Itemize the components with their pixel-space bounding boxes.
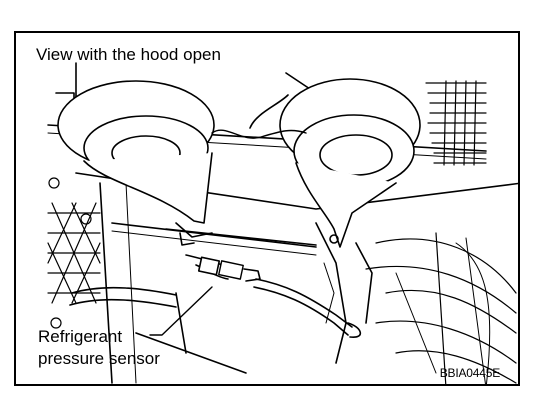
grille-pattern-right (425, 80, 487, 166)
right-horn (279, 78, 421, 248)
left-horn (57, 80, 215, 238)
lattice-left (47, 177, 101, 329)
hose-lines (69, 286, 247, 374)
callout-leader-line (149, 286, 213, 336)
cooling-fan (365, 232, 517, 384)
engine-bay-illustration (47, 62, 518, 384)
refrigerant-pressure-sensor (185, 254, 362, 338)
horn-bracket (165, 222, 373, 364)
figure-code: BBIA0445E (439, 366, 500, 380)
callout-label-line1: Refrigerant (38, 327, 123, 346)
horn-wire (211, 129, 307, 139)
diagram-frame: View with the hood open Refrigerant pres… (14, 31, 520, 386)
callout-label-line2: pressure sensor (38, 349, 160, 368)
diagram-caption: View with the hood open (36, 45, 221, 64)
